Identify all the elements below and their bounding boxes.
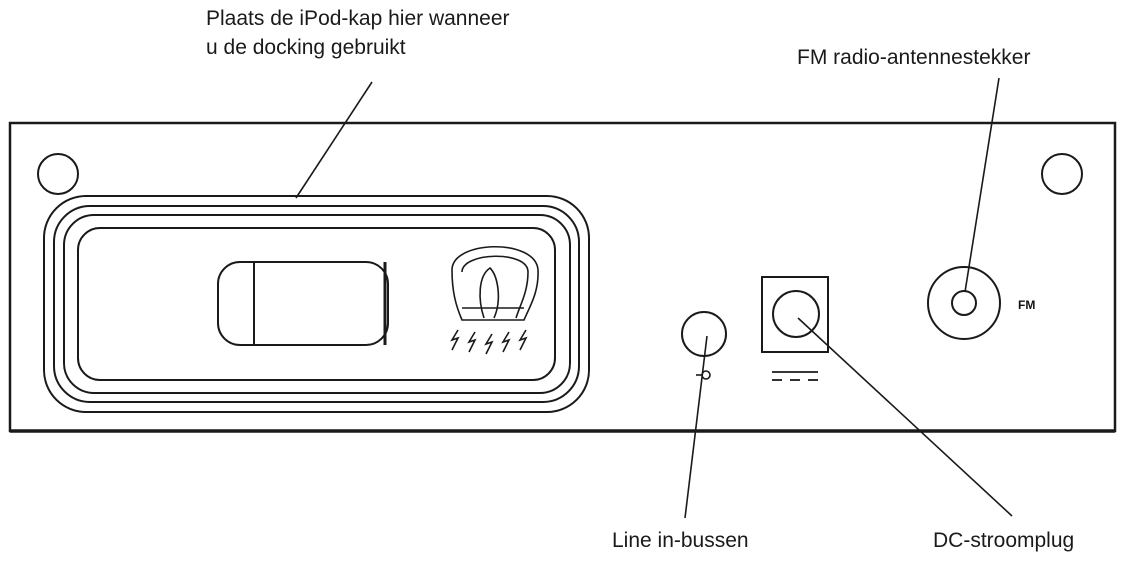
dock-connector	[217, 261, 389, 346]
fm-antenna-socket-outer	[927, 266, 1001, 340]
line-in-label: Line in-bussen	[612, 529, 749, 552]
fm-antenna-label: FM radio-antennestekker	[797, 46, 1031, 69]
dc-symbol-icon	[772, 371, 818, 381]
mounting-hole-right	[1041, 153, 1083, 195]
leader-fm	[964, 77, 1000, 293]
fm-panel-mark: FM	[1018, 298, 1035, 312]
dock-cover-label-line1: Plaats de iPod-kap hier wanneer	[206, 7, 510, 30]
line-in-jack	[681, 311, 727, 357]
caution-symbol-icon	[450, 246, 539, 355]
dock-cover-label-line2: u de docking gebruikt	[206, 36, 406, 59]
dc-socket-frame	[761, 276, 829, 353]
rear-panel	[8, 121, 1117, 433]
fm-antenna-socket-inner	[951, 290, 977, 316]
leader-dock	[295, 81, 373, 199]
mounting-hole-left	[37, 153, 79, 195]
leader-line-in	[684, 335, 708, 519]
leader-dc	[797, 317, 1013, 517]
dock-cover-label: Plaats de iPod-kap hier wanneer u de doc…	[206, 4, 510, 62]
dc-socket	[772, 290, 820, 338]
dc-power-label: DC-stroomplug	[933, 529, 1075, 552]
dock-recess	[43, 195, 590, 413]
